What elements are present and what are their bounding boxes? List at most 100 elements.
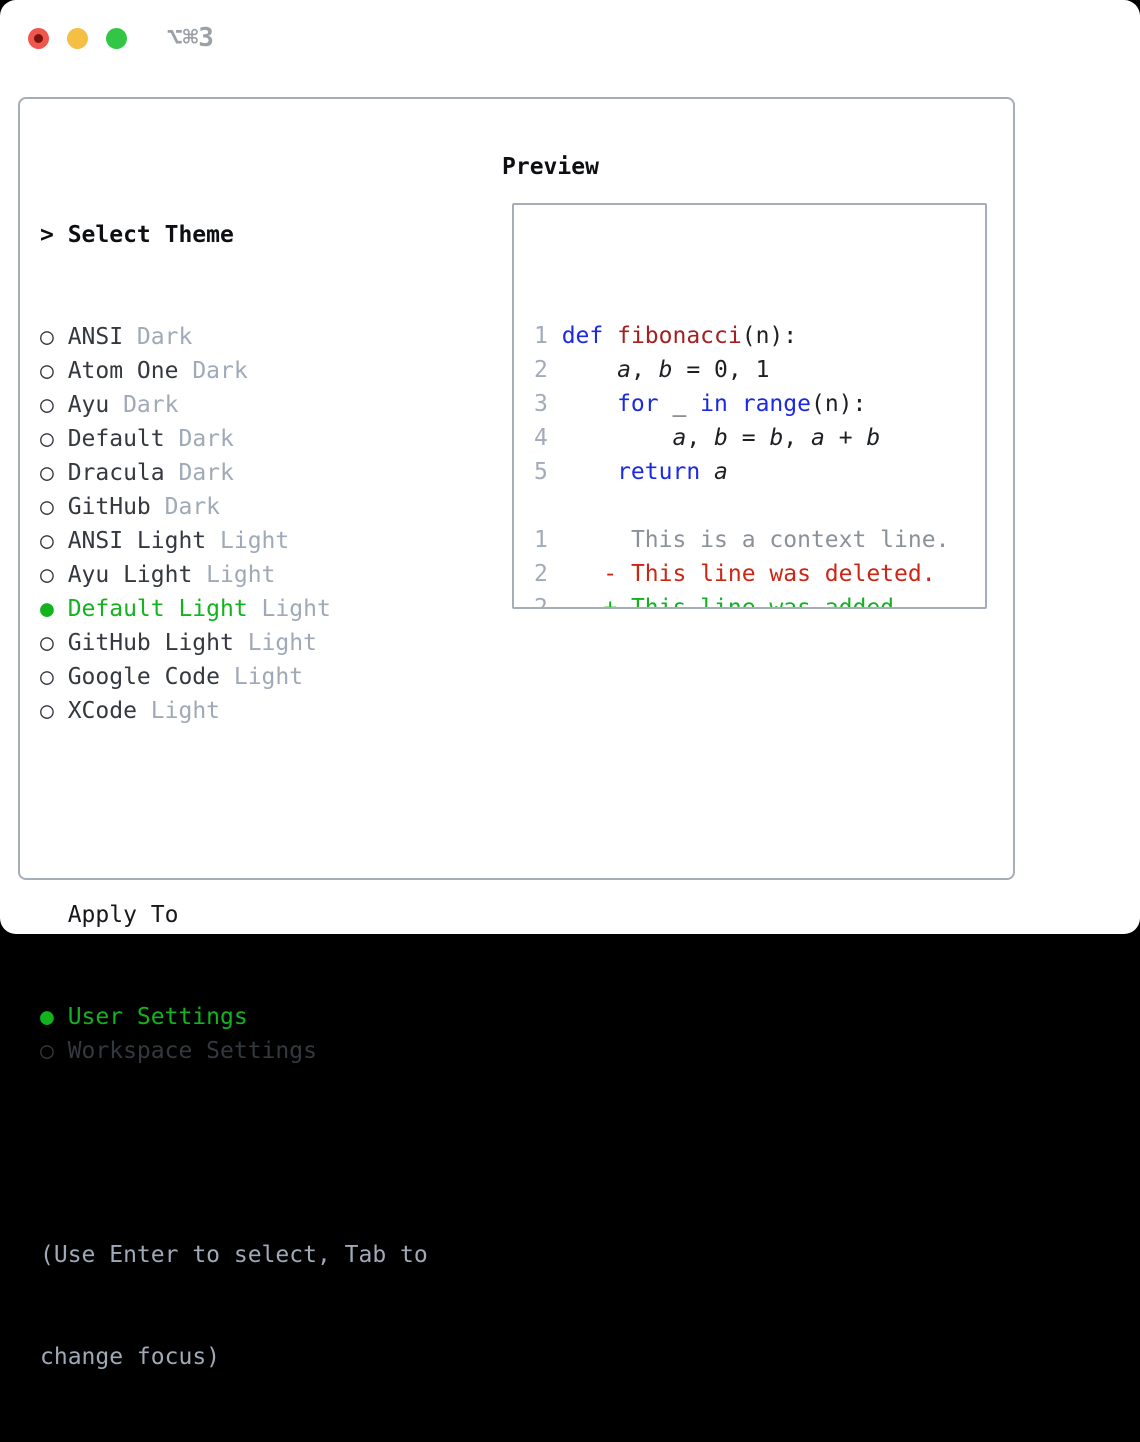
code-token: = 0, 1 <box>672 357 770 383</box>
theme-option[interactable]: ○ ANSI Dark <box>40 320 428 354</box>
minimize-button[interactable] <box>67 27 88 49</box>
theme-option[interactable]: ○ ANSI Light Light <box>40 524 428 558</box>
code-line: 3 for _ in range(n): <box>534 387 985 421</box>
left-column: >Select Theme ○ANSI Dark○Atom One Dark○A… <box>40 150 428 1442</box>
code-token: a <box>714 459 728 485</box>
option-label: Atom One <box>67 358 179 384</box>
theme-option[interactable]: ○XCode Light <box>40 694 428 728</box>
option-variant-label: Dark <box>109 392 179 418</box>
code-token: b <box>769 425 784 451</box>
select-theme-header: >Select Theme <box>40 218 428 252</box>
theme-list: ○ANSI Dark○Atom One Dark○Ayu Dark○Defaul… <box>40 320 428 728</box>
preview-title: Preview <box>502 154 599 180</box>
code-token: b <box>714 425 728 451</box>
radio-unselected-icon: ○ <box>40 426 54 452</box>
spacer <box>40 796 428 830</box>
theme-option[interactable]: ○GitHub Dark <box>40 490 428 524</box>
theme-option[interactable]: ○ Default Dark <box>40 422 428 456</box>
code-token: b <box>866 425 881 451</box>
code-token: b <box>658 357 673 383</box>
code-token: = <box>727 425 770 451</box>
option-label: ANSI <box>67 324 124 350</box>
radio-unselected-icon: ○ <box>40 460 54 486</box>
option-variant-label: Dark <box>123 324 193 350</box>
diff-text: This is a context line. <box>630 527 950 553</box>
app-window: ⌥⌘3 >Select Theme ○ ANSI Dark ○ Atom One Da… <box>0 0 1140 1370</box>
apply-to-header: Apply To <box>40 898 428 932</box>
option-label: Default <box>67 426 165 452</box>
diff-line: 2 + This line was added. <box>534 591 985 609</box>
radio-unselected-icon: ○ <box>40 1038 54 1064</box>
line-number: 2 <box>534 595 548 609</box>
option-label: ANSI Light <box>67 528 207 554</box>
code-token: a <box>811 425 825 451</box>
code-token: return <box>617 459 701 485</box>
hint-text-line-1: (Use Enter to select, Tab to <box>40 1242 428 1268</box>
theme-option[interactable]: ○Google Code Light <box>40 660 428 694</box>
line-number: 5 <box>534 459 548 485</box>
window-shortcut-label: ⌥⌘3 <box>167 23 214 53</box>
diff-sign <box>562 527 631 553</box>
code-token <box>562 357 617 383</box>
apply-option[interactable]: ●User Settings <box>40 1000 428 1034</box>
theme-option[interactable]: ○Ayu Light Light <box>40 558 428 592</box>
close-button[interactable] <box>28 27 49 49</box>
line-number: 4 <box>534 425 548 451</box>
radio-unselected-icon: ○ <box>40 494 54 520</box>
code-token <box>562 459 617 485</box>
titlebar: ⌥⌘3 <box>28 23 214 53</box>
theme-picker-panel: >Select Theme ○ANSI Dark○Atom One Dark○A… <box>18 97 1015 1370</box>
code-token <box>728 391 742 417</box>
zoom-button[interactable] <box>106 27 127 49</box>
code-line: 5 return a <box>534 455 985 489</box>
diff-text: This line was added. <box>630 595 908 609</box>
diff-sign: - <box>561 561 631 587</box>
option-variant-label: Light <box>220 664 304 690</box>
line-number: 2 <box>534 561 548 587</box>
radio-unselected-icon: ○ <box>40 324 54 350</box>
line-number: 3 <box>534 391 548 417</box>
radio-unselected-icon: ○ <box>40 528 54 554</box>
theme-option[interactable]: ○Dracula Dark <box>40 456 428 490</box>
theme-option[interactable]: ○Ayu Dark <box>40 388 428 422</box>
radio-unselected-icon: ○ <box>40 358 54 384</box>
apply-to-title: Apply To <box>67 902 179 928</box>
option-variant-label: Dark <box>164 426 234 452</box>
theme-option[interactable]: ○ Atom One Dark <box>40 354 428 388</box>
option-label: Workspace Settings <box>67 1038 317 1064</box>
code-token <box>700 459 714 485</box>
code-token <box>562 391 617 417</box>
code-token: def <box>561 323 604 349</box>
diff-line: 2 - This line was deleted. <box>534 557 985 591</box>
line-number: 1 <box>534 527 548 553</box>
spacer <box>534 489 985 523</box>
option-variant-label: Light <box>192 562 276 588</box>
apply-to-list: ●User Settings ○ Workspace Settings <box>40 1000 428 1068</box>
spacer <box>40 1136 428 1170</box>
code-token: a <box>672 425 687 451</box>
option-variant-label: Light <box>247 596 331 622</box>
radio-unselected-icon: ○ <box>40 392 54 418</box>
option-variant-label: Dark <box>178 358 248 384</box>
option-variant-label: Light <box>233 630 317 656</box>
option-variant-label: Light <box>206 528 290 554</box>
radio-selected-icon: ● <box>40 1004 54 1030</box>
diff-sign: + <box>561 595 631 609</box>
apply-option[interactable]: ○ Workspace Settings <box>40 1034 428 1068</box>
option-variant-label: Dark <box>164 460 234 486</box>
option-variant-label: Light <box>136 698 221 724</box>
theme-option[interactable]: ○GitHub Light Light <box>40 626 428 660</box>
select-theme-title: Select Theme <box>67 222 234 248</box>
code-token: range <box>741 391 811 417</box>
option-label: Google Code <box>67 664 221 690</box>
code-token: + <box>824 425 867 451</box>
code-token: _ <box>658 391 701 417</box>
code-line: 2 a, b = 0, 1 <box>534 353 985 387</box>
diff-line: 1 This is a context line. <box>534 523 985 557</box>
option-label: GitHub <box>67 494 151 520</box>
code-token: in <box>700 391 728 417</box>
theme-option[interactable]: ●Default Light Light <box>40 592 428 626</box>
code-token: (n): <box>741 323 798 349</box>
